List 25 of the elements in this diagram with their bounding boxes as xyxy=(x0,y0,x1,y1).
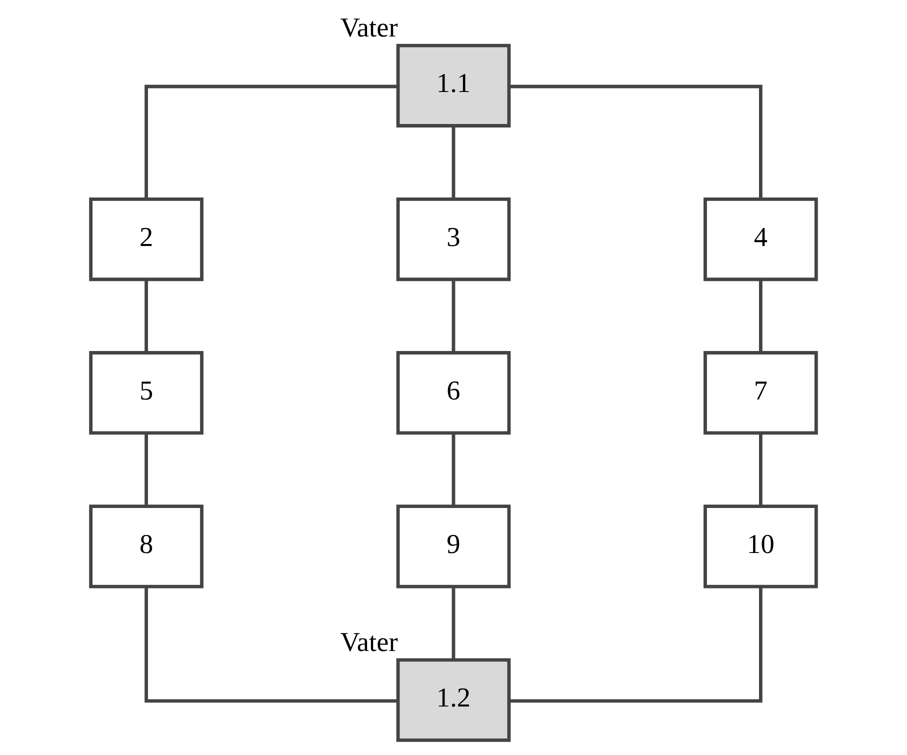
connector xyxy=(759,433,762,506)
node-box: 1.1 xyxy=(396,44,511,128)
node-box: 6 xyxy=(396,351,511,435)
connector xyxy=(452,433,456,506)
connector xyxy=(509,587,762,703)
node-box: 10 xyxy=(704,504,818,588)
node-box: 2 xyxy=(89,197,204,282)
node-box: 3 xyxy=(396,197,511,282)
connector xyxy=(144,84,398,200)
connector xyxy=(452,280,456,352)
connector xyxy=(144,587,398,703)
node-box: 5 xyxy=(89,351,204,435)
node-box: 9 xyxy=(396,504,511,588)
connector xyxy=(452,126,456,199)
connector xyxy=(452,586,456,660)
node-box: 1.2 xyxy=(396,658,511,742)
node-label: Vater xyxy=(340,627,398,658)
node-box: 7 xyxy=(704,351,818,435)
node-label: Vater xyxy=(340,12,398,43)
connector xyxy=(759,280,762,352)
connector xyxy=(144,433,148,506)
connector xyxy=(144,280,148,352)
connector xyxy=(509,84,762,200)
node-box: 4 xyxy=(704,197,818,282)
node-box: 8 xyxy=(89,504,204,588)
